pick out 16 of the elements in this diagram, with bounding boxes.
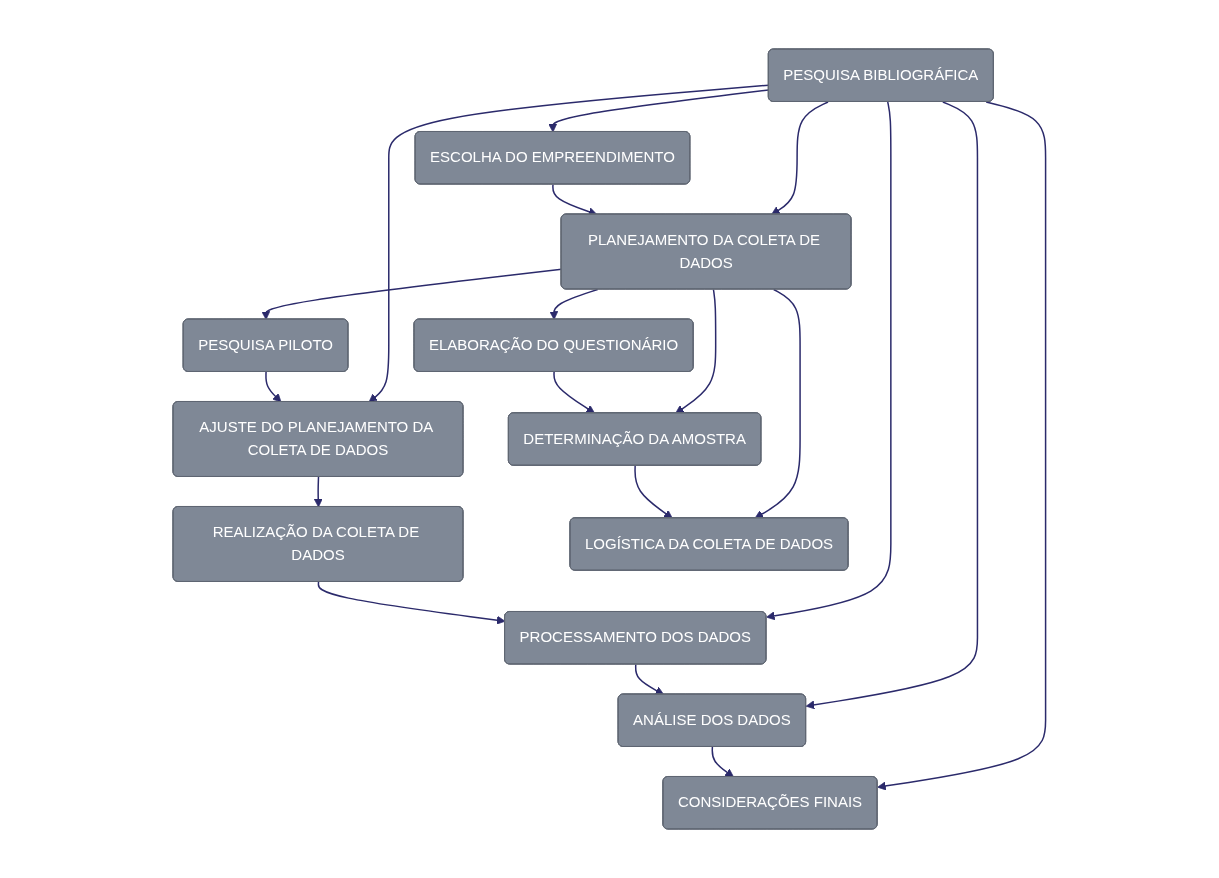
- arrow: [634, 465, 673, 519]
- arrow: [805, 101, 979, 710]
- arrow: [877, 101, 1047, 791]
- arrow: [368, 84, 770, 403]
- arrow: [317, 581, 506, 625]
- arrow: [771, 101, 829, 215]
- arrow: [548, 89, 770, 133]
- arrow: [635, 663, 665, 695]
- arrow: [675, 288, 717, 414]
- arrow: [766, 101, 892, 621]
- arrow: [754, 288, 801, 519]
- arrow: [261, 268, 563, 320]
- arrow: [553, 371, 596, 414]
- arrow: [314, 476, 323, 508]
- arrow: [711, 746, 735, 778]
- arrow: [265, 371, 282, 403]
